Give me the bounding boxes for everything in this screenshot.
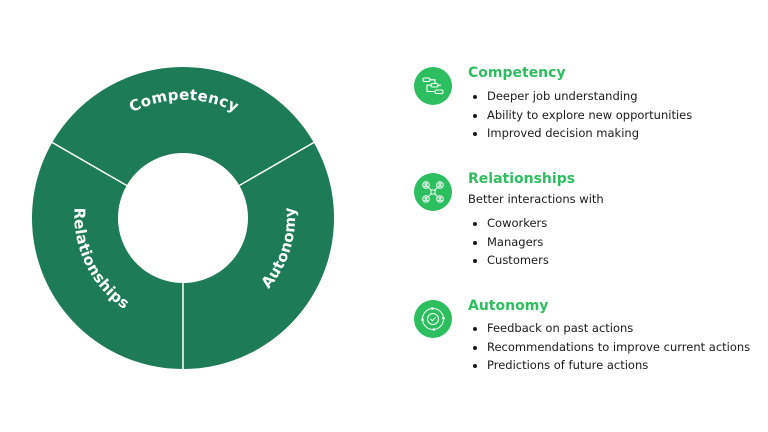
people-network-icon	[414, 173, 452, 211]
list-item: Coworkers	[468, 214, 549, 233]
section-title: Relationships	[468, 171, 576, 187]
list-item: Ability to explore new opportunities	[468, 106, 692, 125]
list-item: Improved decision making	[468, 124, 692, 143]
bullet-list: Feedback on past actions Recommendations…	[468, 319, 750, 375]
segment-divider	[50, 141, 128, 187]
list-item: Recommendations to improve current actio…	[468, 338, 750, 357]
bullet-list: Coworkers Managers Customers	[468, 214, 549, 270]
list-item: Predictions of future actions	[468, 356, 750, 375]
section-title: Autonomy	[468, 298, 549, 314]
list-item: Managers	[468, 233, 549, 252]
section-title: Competency	[468, 65, 566, 81]
donut-diagram: Competency Autonomy Relationships	[31, 67, 334, 370]
section-intro: Better interactions with	[468, 192, 604, 206]
flowchart-icon	[414, 67, 452, 105]
list-item: Deeper job understanding	[468, 87, 692, 106]
donut-segment-relationships	[31, 142, 184, 369]
segment-divider	[238, 141, 316, 187]
list-item: Feedback on past actions	[468, 319, 750, 338]
cycle-check-icon	[414, 300, 452, 338]
donut-segment-competency	[52, 67, 314, 186]
list-item: Customers	[468, 251, 549, 270]
donut-segment-autonomy	[183, 142, 334, 369]
bullet-list: Deeper job understanding Ability to expl…	[468, 87, 692, 143]
